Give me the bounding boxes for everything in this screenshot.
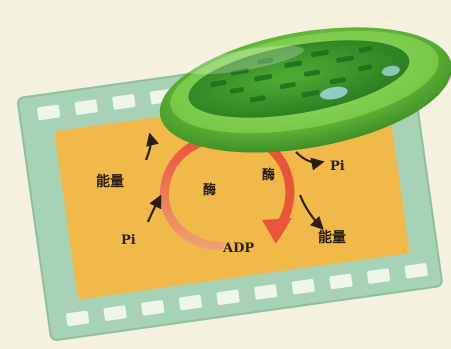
label-pi-right: Pi — [330, 159, 345, 174]
label-adp: ADP — [222, 241, 254, 256]
label-energy-right: 能量 — [318, 229, 346, 246]
label-energy-left: 能量 — [96, 173, 124, 190]
label-pi-left: Pi — [121, 233, 136, 248]
label-enzyme-left: 酶 — [203, 182, 216, 198]
label-enzyme-right: 酶 — [262, 167, 275, 183]
